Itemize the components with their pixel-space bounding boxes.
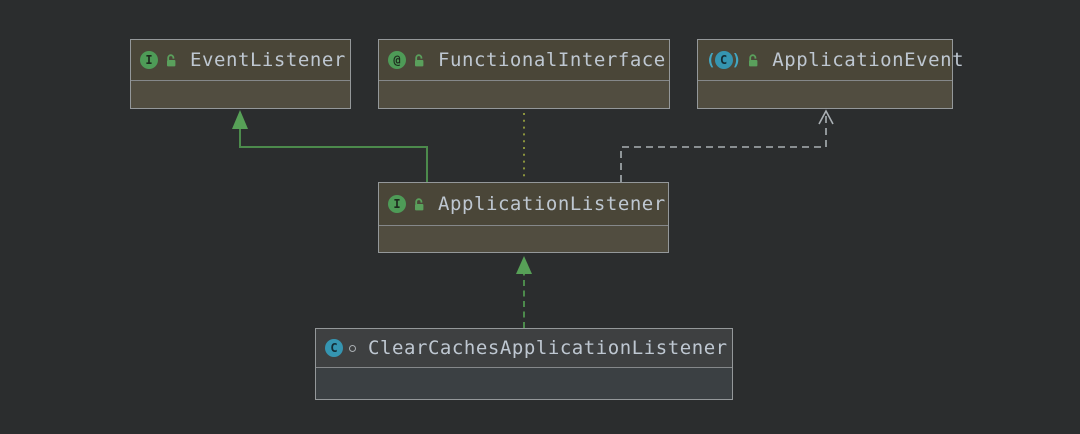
class-letter: C: [714, 51, 733, 69]
interface-icon: I: [388, 195, 406, 213]
node-application-listener[interactable]: I ApplicationListener: [378, 182, 669, 253]
node-functional-interface[interactable]: @ FunctionalInterface: [378, 39, 670, 109]
node-members-section: [316, 368, 732, 399]
edge-dependency-applicationevent[interactable]: [620, 109, 834, 182]
public-lock-icon: [746, 53, 760, 68]
node-members-section: [379, 226, 668, 252]
node-members-section: [379, 81, 669, 108]
abstract-class-icon: ( C ): [706, 50, 742, 69]
package-local-icon: [349, 344, 356, 352]
node-header: I ApplicationListener: [379, 183, 668, 226]
node-members-section: [698, 81, 952, 108]
node-label: ApplicationEvent: [772, 49, 965, 71]
annotation-icon: @: [388, 51, 406, 69]
class-icon: C: [325, 339, 343, 357]
edge-extends-eventlistener[interactable]: [232, 110, 428, 182]
public-lock-icon: [164, 53, 178, 68]
node-label: ClearCachesApplicationListener: [368, 337, 728, 359]
open-arrowhead-icon: [818, 109, 834, 125]
node-application-event[interactable]: ( C ) ApplicationEvent: [697, 39, 964, 109]
node-header: @ FunctionalInterface: [379, 40, 669, 81]
node-label: FunctionalInterface: [438, 49, 666, 71]
node-header: I EventListener: [131, 40, 350, 81]
filled-arrowhead-icon: [232, 110, 248, 129]
node-clear-caches-application-listener[interactable]: C ClearCachesApplicationListener: [315, 328, 733, 400]
edge-implements-applicationlistener[interactable]: [516, 256, 532, 328]
public-lock-icon: [412, 197, 426, 212]
node-label: EventListener: [190, 49, 346, 71]
abstract-paren: ): [731, 50, 742, 69]
node-header: C ClearCachesApplicationListener: [316, 329, 732, 368]
node-members-section: [131, 81, 350, 108]
node-header: ( C ) ApplicationEvent: [698, 40, 964, 81]
filled-arrowhead-icon: [516, 256, 532, 274]
node-event-listener[interactable]: I EventListener: [130, 39, 351, 109]
node-label: ApplicationListener: [438, 193, 666, 215]
interface-icon: I: [140, 51, 158, 69]
abstract-paren: (: [706, 50, 716, 69]
public-lock-icon: [412, 53, 426, 68]
